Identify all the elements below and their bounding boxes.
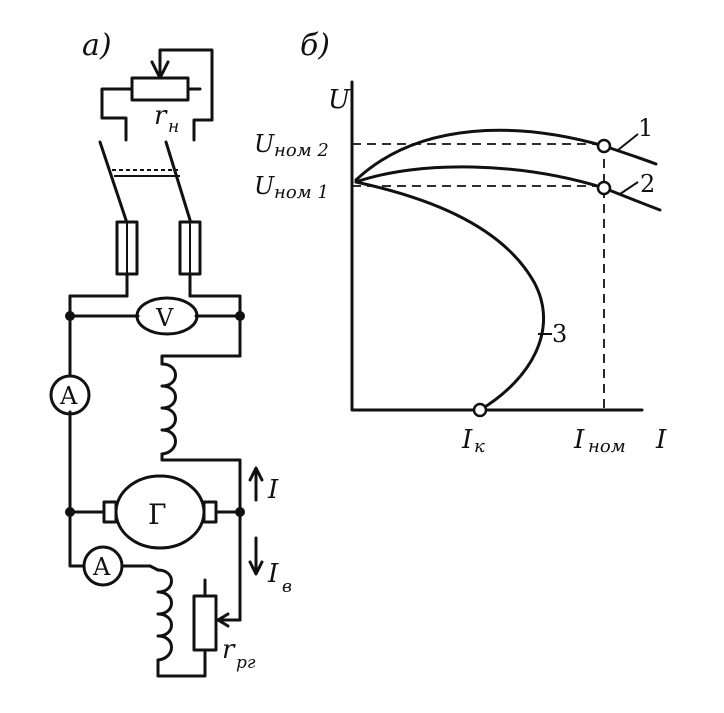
junction-dot — [235, 507, 245, 517]
x-axis-label: I — [655, 425, 667, 455]
curve-2-label: 2 — [640, 170, 655, 198]
nominal-point-2 — [596, 180, 612, 196]
curve-1-leader — [617, 133, 639, 151]
i-k-subscript: к — [474, 436, 485, 457]
load-rheostat-symbol: r — [154, 101, 168, 131]
voltmeter-label: V — [155, 304, 174, 332]
generator-label: Г — [148, 498, 167, 531]
fuse-right — [178, 220, 202, 298]
current-arrow-main — [248, 466, 264, 502]
u-nom2-symbol: U — [254, 130, 275, 158]
current-arrow-field — [248, 536, 264, 576]
ammeter-main-label: A — [59, 382, 78, 410]
curve-1-label: 1 — [638, 114, 653, 142]
graph-label: б) — [300, 28, 330, 63]
junction-dot — [235, 311, 245, 321]
double-pole-switch — [98, 140, 192, 222]
field-rheostat-subscript: рг — [236, 653, 256, 673]
ammeter-field — [82, 545, 124, 587]
curve-1 — [354, 128, 658, 182]
shunt-field-winding — [156, 568, 173, 662]
nominal-point-1 — [596, 138, 612, 154]
current-field-label: I — [267, 559, 279, 589]
ammeter-main — [49, 374, 91, 416]
short-circuit-point — [472, 402, 488, 418]
generator — [102, 474, 218, 550]
current-field-subscript: в — [282, 577, 292, 597]
i-k-symbol: I — [461, 425, 473, 455]
series-winding — [160, 362, 177, 456]
y-axis-label: U — [328, 85, 351, 115]
fuse-left — [115, 220, 139, 298]
junction-dot — [65, 507, 75, 517]
voltmeter — [135, 296, 199, 336]
curve-3 — [354, 180, 545, 412]
u-nom1-symbol: U — [254, 172, 275, 200]
curve-2 — [354, 165, 662, 212]
graph-axes — [350, 80, 644, 412]
u-nom2-subscript: ном 2 — [274, 140, 329, 161]
circuit-label: а) — [82, 28, 112, 63]
curve-3-label: 3 — [552, 320, 567, 348]
ammeter-field-label: A — [92, 553, 111, 581]
junction-dot — [65, 311, 75, 321]
load-rheostat-subscript: н — [168, 117, 179, 137]
u-nom1-subscript: ном 1 — [274, 182, 329, 203]
curve-2-leader — [619, 181, 639, 195]
field-rheostat — [192, 594, 242, 652]
i-nom-subscript: ном — [588, 436, 626, 457]
field-rheostat-symbol: r — [222, 635, 236, 665]
dashed-guides — [352, 143, 605, 410]
current-main-label: I — [267, 475, 279, 505]
load-rheostat — [100, 48, 214, 142]
i-nom-symbol: I — [573, 425, 585, 455]
